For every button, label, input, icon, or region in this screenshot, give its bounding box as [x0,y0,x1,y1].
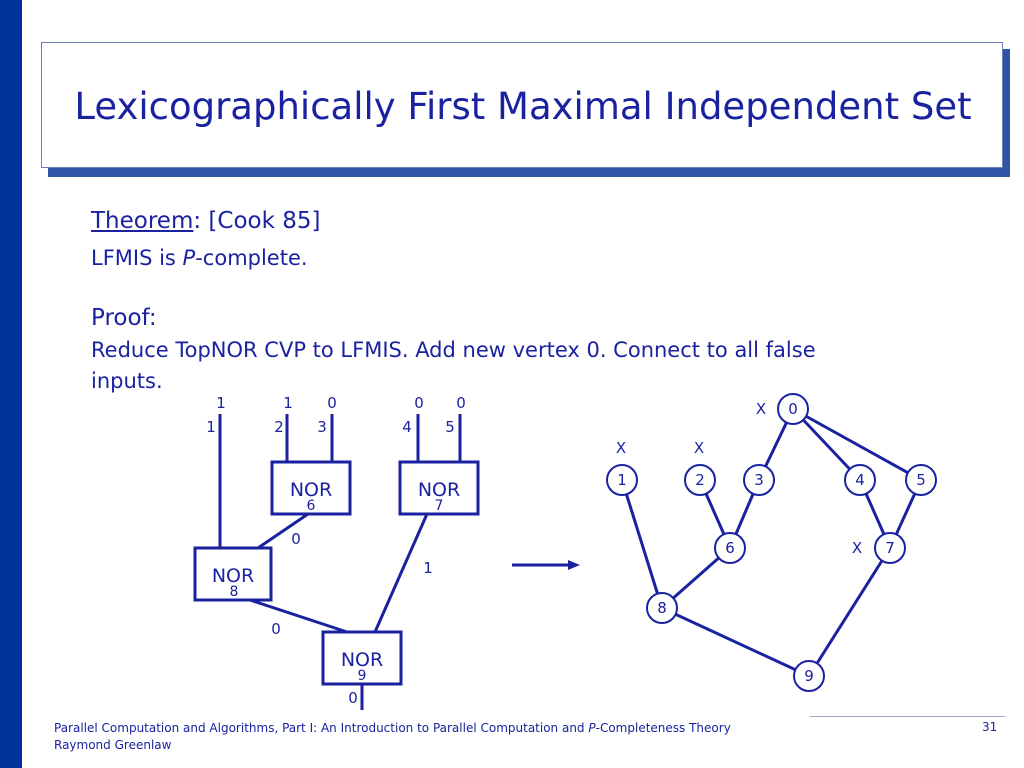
wire-6-to-8 [257,512,309,550]
circuit [193,414,480,710]
input-value-1: 1 [216,394,226,412]
gate-9-id: 9 [358,668,367,684]
x-mark-vertex-1: X [616,439,626,457]
vertex-label-0: 0 [788,400,798,418]
input-id-1: 1 [206,418,216,436]
footer-divider [810,716,1005,717]
gate-6-label: NOR [290,479,332,501]
slide-title: Lexicographically First Maximal Independ… [74,85,972,128]
theorem-citation: : [Cook 85] [193,208,321,234]
vertex-label-8: 8 [657,599,667,617]
input-id-3: 3 [317,418,327,436]
x-mark-vertex-0: X [756,400,766,418]
graph-vertices [606,393,937,692]
vertex-label-4: 4 [855,471,865,489]
footer-author: Raymond Greenlaw [54,738,172,752]
x-mark-vertex-2: X [694,439,704,457]
gate-6-id: 6 [307,498,316,514]
gate-7-id: 7 [435,498,444,514]
gate-6-box [270,460,352,516]
vertex-label-7: 7 [885,539,895,557]
vertex-label-3: 3 [754,471,764,489]
wire-8-to-9 [249,598,348,634]
vertex-3 [743,464,775,496]
input-value-5: 0 [456,394,466,412]
vertex-9 [793,660,825,692]
gate-8-id: 8 [230,584,239,600]
footer-credits: Parallel Computation and Algorithms, Par… [54,720,731,754]
edge-7-9 [807,547,892,677]
statement-class: P [182,246,196,270]
input-value-4: 0 [414,394,424,412]
input-value-2: 1 [283,394,293,412]
footer-title-suffix: -Completeness Theory [595,721,731,735]
edge-8-9 [661,606,810,678]
theorem-line: Theorem: [Cook 85] [91,208,320,234]
reduction-arrow [512,560,580,570]
vertex-5 [905,464,937,496]
gate-7-box [398,460,480,516]
vertex-label-9: 9 [804,667,814,685]
wire-value-6: 0 [291,530,301,548]
gate-8-label: NOR [212,565,254,587]
vertex-4 [844,464,876,496]
vertex-1 [606,464,638,496]
edge-0-4 [791,407,862,482]
page-number: 31 [982,720,998,734]
vertex-label-1: 1 [617,471,627,489]
input-id-2: 2 [274,418,284,436]
theorem-statement: LFMIS is P-complete. [91,246,308,270]
vertex-0 [777,393,809,425]
wire-value-9: 0 [348,689,358,707]
vertex-8 [646,592,678,624]
title-box: Lexicographically First Maximal Independ… [41,42,1003,168]
gate-7-label: NOR [418,479,460,501]
edge-1-8 [620,479,664,609]
circuit-labels: 1 1 0 0 0 1 2 3 4 5 NOR 6 NOR 7 NOR 8 NO… [206,394,466,707]
wire-value-7: 1 [423,559,433,577]
input-value-3: 0 [327,394,337,412]
footer-title-text: Parallel Computation and Algorithms, Par… [54,721,589,735]
input-id-4: 4 [402,418,412,436]
footer-title-italic: P [588,721,596,735]
wire-7-to-9 [373,513,429,633]
vertex-label-5: 5 [916,471,926,489]
arrow-head-icon [568,560,580,570]
vertex-label-6: 6 [725,539,735,557]
vertex-7 [874,532,906,564]
proof-text: Reduce TopNOR CVP to LFMIS. Add new vert… [91,338,816,362]
gate-9-label: NOR [341,649,383,671]
statement-text: LFMIS is [91,246,183,270]
vertex-2 [684,464,716,496]
graph-vertex-labels: 0 1 2 3 4 5 6 7 8 9 X X X X [616,400,926,685]
theorem-label: Theorem [91,208,194,234]
footer-course-title: Parallel Computation and Algorithms, Par… [54,720,731,737]
proof-label: Proof: [91,305,157,331]
wire-value-8: 0 [271,620,281,638]
gate-8-box [193,546,273,602]
left-accent-bar [0,0,22,768]
edge-0-5 [792,407,922,482]
vertex-6 [714,532,746,564]
vertex-label-2: 2 [695,471,705,489]
input-id-5: 5 [445,418,455,436]
proof-text-continued: inputs. [91,369,163,393]
statement-suffix: -complete. [195,246,308,270]
x-mark-vertex-7: X [852,539,862,557]
